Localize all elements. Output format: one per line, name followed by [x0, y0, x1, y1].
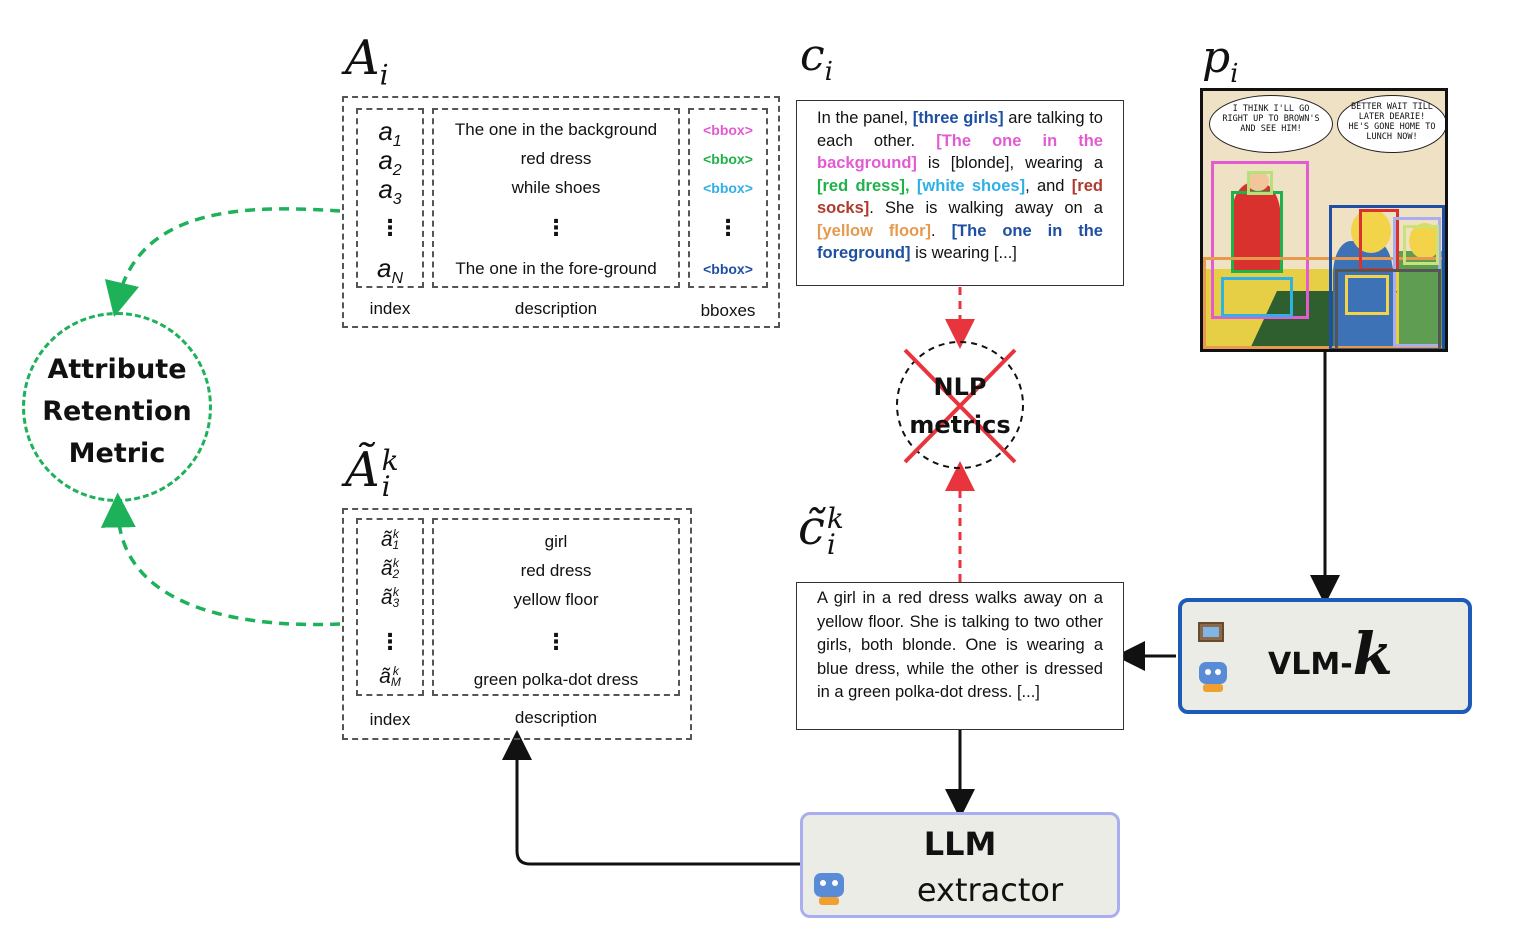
bbox-overlay — [1345, 275, 1389, 315]
caption-text: . — [931, 221, 952, 240]
caption-text: is wearing [...] — [910, 244, 1017, 262]
nlp-circle — [896, 341, 1024, 469]
A-description: red dress — [520, 149, 592, 168]
A-tilde-description: yellow floor — [513, 590, 599, 609]
highlighted-phrase: [The one in the foreground] — [817, 221, 1103, 263]
girl-head — [1247, 171, 1269, 191]
A-table: a1 a2 a3 ⋮ aN The one in the background … — [342, 96, 780, 328]
framed-picture-icon — [1198, 622, 1224, 642]
vdots: ⋮ — [379, 216, 401, 241]
vdots: ⋮ — [717, 216, 739, 241]
llm-extractor-box: LLM extractor — [800, 812, 1120, 918]
girl-blonde-hair — [1351, 209, 1391, 253]
nlp-line: NLP — [933, 373, 987, 401]
A-description-column: The one in the background red dress whil… — [432, 108, 680, 288]
metric-label-line: Retention — [42, 396, 192, 427]
A-index-3: a3 — [378, 174, 402, 209]
highlighted-phrase: [white shoes] — [916, 176, 1026, 195]
metric-label-line: Attribute — [47, 354, 187, 385]
nlp-line: metrics — [909, 411, 1011, 439]
comic-panel-image: I THINK I'LL GO RIGHT UP TO BROWN'S AND … — [1200, 88, 1448, 352]
robot-icon — [1196, 660, 1230, 692]
caption-text: In the panel, — [817, 109, 913, 127]
robot-icon — [811, 871, 847, 905]
highlighted-phrase: [yellow floor] — [817, 221, 932, 240]
bbox-overlay — [1403, 225, 1439, 265]
A-bbox-column: <bbox> <bbox> <bbox> ⋮ <bbox> — [688, 108, 768, 288]
A-tilde-description-column: girl red dress yellow floor ⋮ green polk… — [432, 518, 680, 696]
highlighted-phrase: [three girls] — [912, 109, 1004, 127]
vdots: ⋮ — [545, 216, 567, 241]
caption-text: is [blonde], wearing a — [916, 154, 1103, 172]
A-tilde-description: green polka-dot dress — [473, 670, 639, 689]
A-description: while shoes — [511, 178, 601, 197]
bbox-overlay — [1335, 269, 1441, 349]
girl-blonde-hair — [1409, 223, 1441, 259]
arrow-A-to-metric — [104, 207, 341, 318]
llm-subtitle: extractor — [916, 871, 1064, 909]
attribute-retention-metric: Attribute Retention Metric — [22, 312, 212, 502]
vdots: ⋮ — [379, 630, 401, 655]
caption-text: , and — [1025, 176, 1072, 195]
A-caption-bboxes: bboxes — [700, 301, 756, 320]
girl-green-dress — [1399, 251, 1445, 349]
bbox-overlay — [1211, 161, 1309, 319]
c-title: ci — [800, 30, 833, 87]
A-index-2: a2 — [378, 145, 402, 180]
speech-bubble: I THINK I'LL GO RIGHT UP TO BROWN'S AND … — [1209, 95, 1333, 153]
A-caption-description: description — [514, 299, 598, 318]
caption-text — [910, 177, 917, 195]
vlm-k: k — [1352, 620, 1393, 688]
A-tilde-description: girl — [544, 532, 568, 551]
A-bbox-tag: <bbox> — [703, 180, 753, 196]
vlm-label: VLM- — [1268, 647, 1353, 682]
A-tilde-caption-index: index — [369, 710, 411, 729]
vlm-box: VLM-k — [1178, 598, 1472, 714]
bbox-overlay — [1221, 277, 1293, 317]
A-index-column: a1 a2 a3 ⋮ aN — [356, 108, 424, 288]
A-tilde-caption-description: description — [514, 708, 598, 727]
speech-bubble: BETTER WAIT TILL LATER DEARIE! HE'S GONE… — [1337, 95, 1445, 153]
caption-generated: A girl in a red dress walks away on a ye… — [796, 582, 1124, 730]
highlighted-phrase: [red socks] — [817, 176, 1103, 218]
A-index-1: a1 — [378, 116, 402, 151]
arrow-Atilde-to-metric — [100, 492, 341, 627]
bbox-overlay — [1247, 171, 1273, 195]
A-caption-index: index — [369, 299, 411, 318]
A-bbox-tag: <bbox> — [703, 261, 753, 277]
caption-text: . She is walking away on a — [869, 199, 1103, 217]
caption-ground-truth: In the panel, [three girls] are talking … — [796, 100, 1124, 286]
metric-label-line: Metric — [68, 438, 166, 469]
A-index-N: aN — [376, 253, 404, 288]
A-tilde-description: red dress — [520, 561, 592, 580]
vdots: ⋮ — [545, 630, 567, 655]
nlp-cross-line — [903, 348, 1017, 464]
arrow-llm-to-Atilde — [502, 730, 800, 866]
A-bbox-tag: <bbox> — [703, 122, 753, 138]
A-description: The one in the fore-ground — [455, 259, 657, 278]
p-title: pi — [1202, 32, 1239, 89]
highlighted-phrase: [red dress], — [817, 176, 910, 195]
A-description: The one in the background — [454, 120, 658, 139]
caption-text: are talking to each other. — [817, 109, 1103, 150]
A-bbox-tag: <bbox> — [703, 151, 753, 167]
highlighted-phrase: [The one in the background] — [817, 131, 1103, 173]
llm-title: LLM — [923, 825, 997, 863]
A-title: Ai — [345, 30, 389, 92]
nlp-metrics-label: NLP metrics — [897, 368, 1023, 444]
